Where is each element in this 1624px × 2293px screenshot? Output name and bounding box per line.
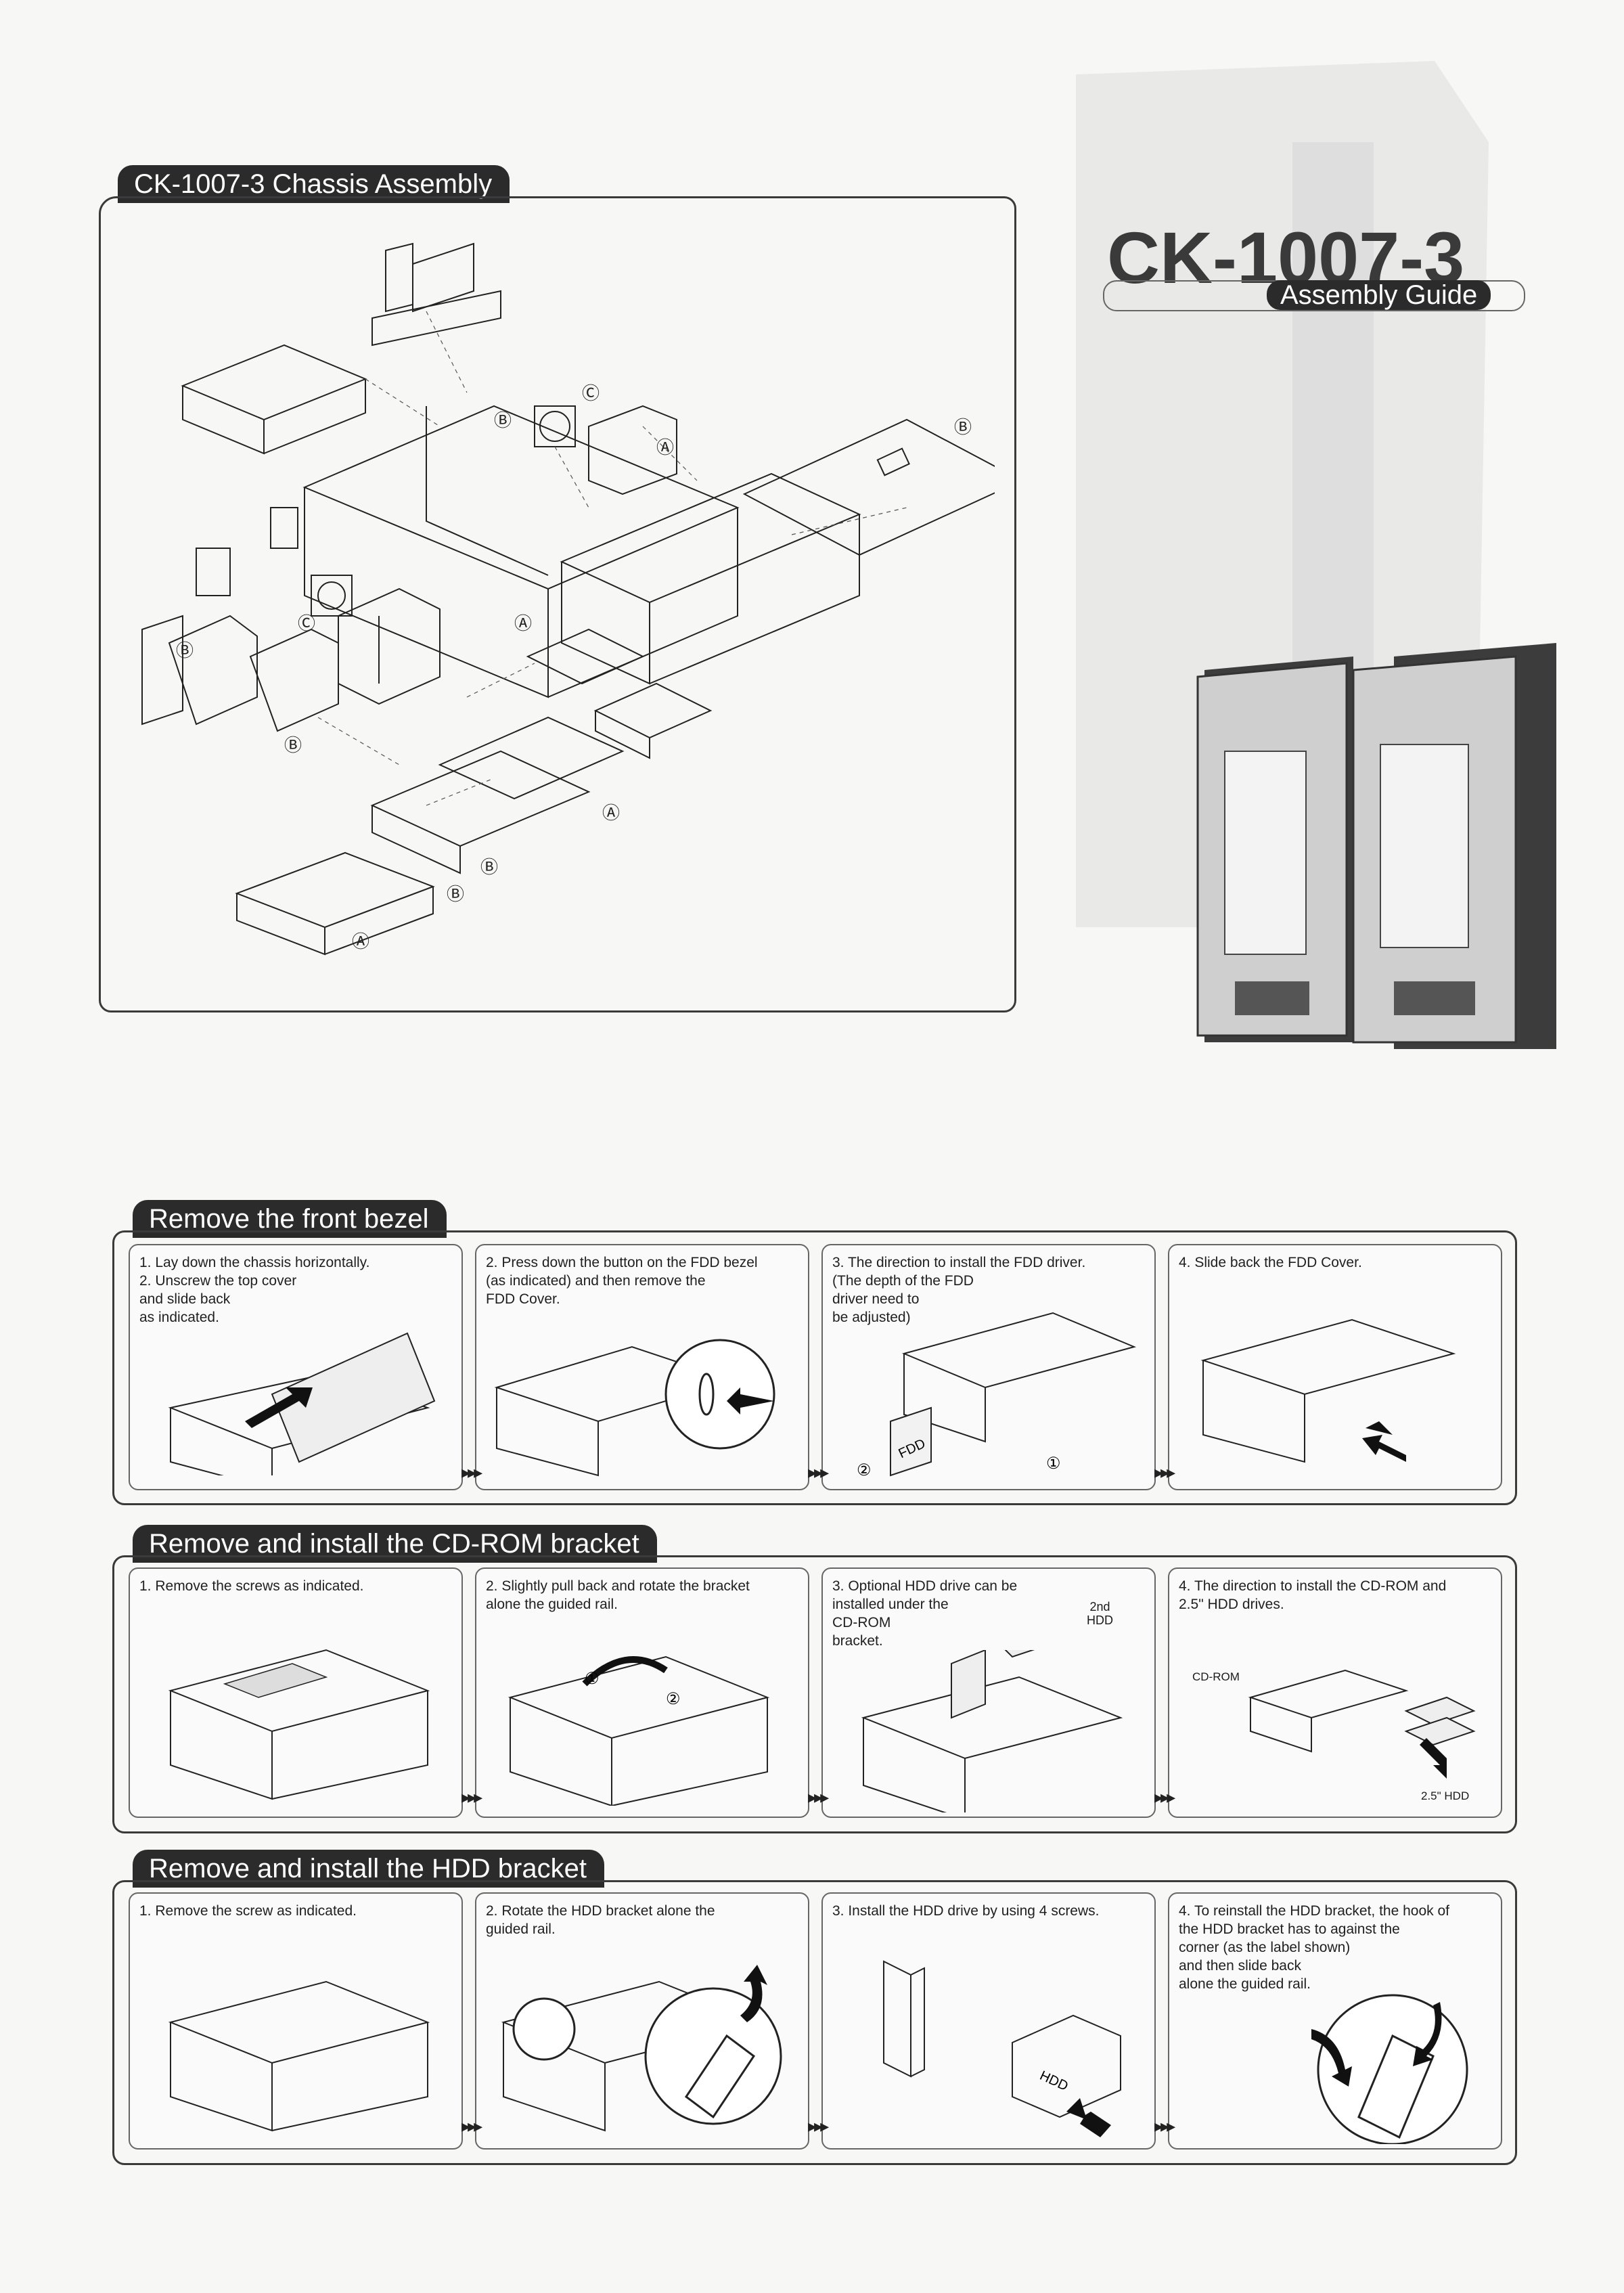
section-1-step-2-diagram: [494, 1339, 775, 1477]
section-2-arrow-3: ▸▸▸: [1154, 1787, 1175, 1807]
label-b-2: Ⓑ: [954, 418, 972, 438]
label-b-1: Ⓑ: [494, 411, 512, 431]
section-1-step-3: 3. The direction to install the FDD driv…: [821, 1244, 1156, 1490]
product-subtitle: Assembly Guide: [1267, 280, 1491, 310]
section-3-step-2-diagram: [501, 1965, 782, 2132]
section-3-step-4-diagram: [1311, 1994, 1468, 2144]
section-1-step-1-text: 1. Lay down the chassis horizontally. 2.…: [139, 1255, 370, 1325]
section-2-frame: [112, 1555, 1517, 1833]
section-2-arrow-2: ▸▸▸: [808, 1787, 829, 1807]
section-1-step-2: 2. Press down the button on the FDD beze…: [475, 1244, 809, 1490]
section-3-arrow-1: ▸▸▸: [461, 2116, 482, 2136]
label-a-3: Ⓐ: [602, 803, 620, 824]
section-1-frame: [112, 1230, 1517, 1505]
section-1-arrow-3: ▸▸▸: [1154, 1462, 1175, 1482]
section-1-step-3-marker-one: ①: [1046, 1454, 1061, 1473]
section-3-step-3: 3. Install the HDD drive by using 4 scre…: [821, 1892, 1156, 2150]
section-2-arrow-1: ▸▸▸: [461, 1787, 482, 1807]
section-1-arrow-2: ▸▸▸: [808, 1462, 829, 1482]
second-hdd-label: 2nd HDD: [1087, 1600, 1113, 1627]
section-1-step-4-text: 4. Slide back the FDD Cover.: [1179, 1255, 1362, 1270]
section-3-step-1-text: 1. Remove the screw as indicated.: [139, 1903, 357, 1919]
section-3-arrow-2: ▸▸▸: [808, 2116, 829, 2136]
label-b-5: Ⓑ: [480, 858, 498, 878]
section-3-step-4-text: 4. To reinstall the HDD bracket, the hoo…: [1179, 1903, 1449, 1992]
section-1-step-4-diagram: [1200, 1318, 1456, 1463]
section-2-step-3-text: 3. Optional HDD drive can be installed u…: [832, 1578, 1018, 1649]
label-a-4: Ⓐ: [352, 932, 369, 952]
exploded-chassis-diagram: Ⓒ Ⓑ Ⓐ Ⓑ Ⓒ Ⓑ Ⓐ Ⓐ Ⓑ Ⓑ Ⓑ Ⓐ: [141, 242, 995, 956]
label-c-1: Ⓒ: [582, 384, 600, 404]
hdd-25-label: 2.5" HDD: [1421, 1789, 1470, 1802]
section-2-step-2-diagram: ① ②: [508, 1655, 770, 1806]
section-2-step-1-diagram: [168, 1649, 430, 1800]
section-1-step-1-diagram: [168, 1332, 436, 1475]
section-2-step-3-diagram: [861, 1650, 1123, 1812]
assembly-frame: [99, 196, 1016, 1012]
label-a-2: Ⓐ: [514, 614, 532, 634]
section-3-step-1: 1. Remove the screw as indicated.: [129, 1892, 463, 2150]
section-3-step-3-text: 3. Install the HDD drive by using 4 scre…: [832, 1903, 1100, 1919]
section-3-arrow-3: ▸▸▸: [1154, 2116, 1175, 2136]
cdrom-label: CD-ROM: [1192, 1670, 1240, 1683]
section-2-step-2-marker-two: ②: [666, 1690, 681, 1708]
section-3-step-3-diagram: HDD: [883, 1960, 1121, 2137]
section-3-step-2: 2. Rotate the HDD bracket alone the guid…: [475, 1892, 809, 2150]
section-3-step-2-text: 2. Rotate the HDD bracket alone the guid…: [486, 1903, 715, 1937]
section-2-step-4-text: 4. The direction to install the CD-ROM a…: [1179, 1578, 1447, 1612]
section-1-step-3-marker-two: ②: [857, 1461, 872, 1479]
label-b-3: Ⓑ: [176, 641, 194, 661]
section-1-step-3-text: 3. The direction to install the FDD driv…: [832, 1255, 1086, 1325]
section-2-step-2: 2. Slightly pull back and rotate the bra…: [475, 1567, 809, 1818]
section-2-step-2-marker-one: ①: [585, 1670, 600, 1688]
section-2-step-1: 1. Remove the screws as indicated.: [129, 1567, 463, 1818]
section-3-step-4: 4. To reinstall the HDD bracket, the hoo…: [1168, 1892, 1502, 2150]
section-1-step-3-diagram: FDD ② ①: [857, 1312, 1137, 1479]
section-2-step-4: 4. The direction to install the CD-ROM a…: [1168, 1567, 1502, 1818]
label-b-6: Ⓑ: [447, 885, 464, 905]
label-a-1: Ⓐ: [656, 438, 674, 458]
section-2-step-4-diagram: [1248, 1669, 1476, 1779]
label-c-2: Ⓒ: [298, 614, 315, 634]
section-3-frame: [112, 1880, 1517, 2165]
section-1-arrow-1: ▸▸▸: [461, 1462, 482, 1482]
section-2-step-3: 3. Optional HDD drive can be installed u…: [821, 1567, 1156, 1818]
section-1-step-2-text: 2. Press down the button on the FDD beze…: [486, 1255, 758, 1307]
product-towers-illustration: [1076, 61, 1556, 1049]
section-2-step-1-text: 1. Remove the screws as indicated.: [139, 1578, 364, 1594]
section-1-step-1: 1. Lay down the chassis horizontally. 2.…: [129, 1244, 463, 1490]
label-b-4: Ⓑ: [284, 736, 302, 756]
section-2-step-2-text: 2. Slightly pull back and rotate the bra…: [486, 1578, 750, 1612]
section-1-step-4: 4. Slide back the FDD Cover.: [1168, 1244, 1502, 1490]
section-3-step-1-diagram: [168, 1980, 430, 2132]
